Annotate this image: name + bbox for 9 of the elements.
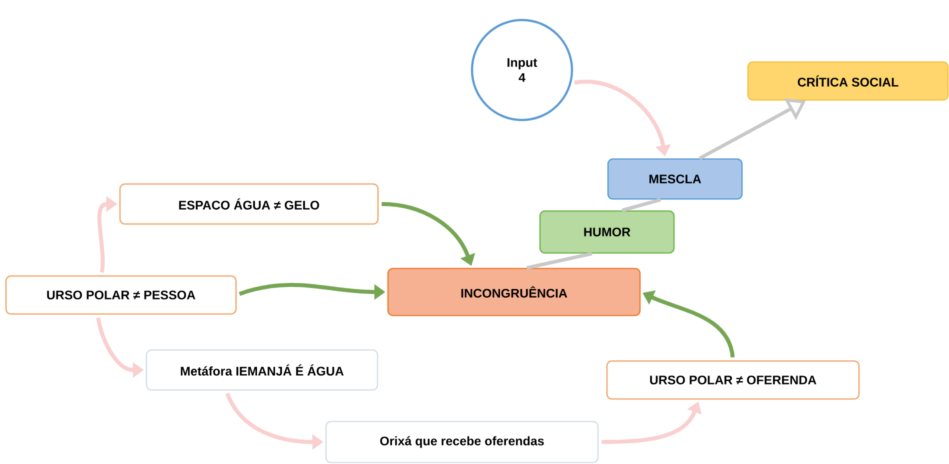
result-box: CRÍTICA SOCIAL (747, 61, 949, 101)
concept-box: URSO POLAR ≠ PESSOA (5, 275, 237, 315)
stage-box: MESCLA (607, 158, 743, 200)
stage-box: HUMOR (539, 210, 675, 254)
concept-box: Orixá que recebe oferendas (325, 420, 599, 464)
concept-box: Metáfora IEMANJÁ É ÁGUA (146, 349, 378, 391)
concept-box: ESPACO ÁGUA ≠ GELO (119, 183, 379, 225)
concept-box: URSO POLAR ≠ OFERENDA (606, 360, 860, 400)
stage-box: INCONGRUÊNCIA (387, 268, 641, 316)
